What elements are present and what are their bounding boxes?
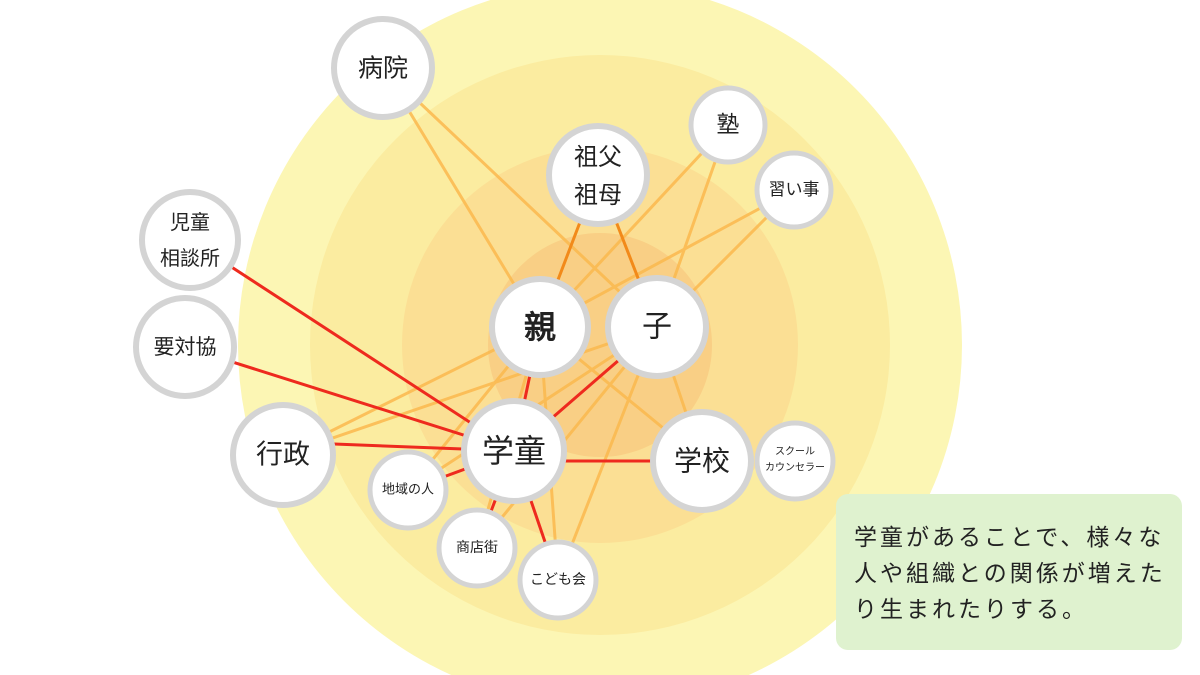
node-kodomokai: こども会 [517, 539, 599, 621]
node-juku-label: 塾 [717, 112, 740, 138]
node-counselor: スクール カウンセラー [754, 420, 836, 502]
node-counselor-label-1: スクール [775, 446, 815, 458]
edge-gyosei-child [281, 325, 659, 457]
node-grandparents-label-2: 祖母 [574, 181, 622, 209]
note-line-2: 人や組織との関係が増えた [854, 561, 1166, 587]
edge-gakudo-consult [188, 238, 516, 453]
node-child-consult: 児童 相談所 [139, 189, 241, 291]
node-juku: 塾 [688, 85, 768, 165]
node-parent-label: 親 [524, 308, 556, 346]
edge-gakudo-youtaikyo [183, 345, 516, 453]
node-grandparents-label-1: 祖父 [574, 143, 622, 171]
node-lessons: 習い事 [754, 150, 834, 230]
node-shopping-street: 商店街 [436, 507, 518, 589]
node-locals: 地域の人 [367, 449, 449, 531]
node-child: 子 [605, 275, 709, 379]
node-school: 学校 [650, 409, 754, 513]
node-parent: 親 [489, 276, 591, 378]
node-youtaikyo: 要対協 [133, 295, 237, 399]
node-hospital: 病院 [331, 16, 435, 120]
node-gakudo: 学童 [461, 398, 567, 504]
node-lessons-label: 習い事 [769, 180, 820, 200]
node-child-consult-label-1: 児童 [170, 210, 210, 234]
node-youtaikyo-label: 要対協 [154, 335, 217, 359]
node-school-label: 学校 [674, 445, 730, 478]
edge-hospital-child [381, 66, 659, 329]
node-shopping-street-label: 商店街 [456, 540, 498, 556]
note-line-3: り生まれたりする。 [854, 597, 1088, 623]
node-kodomokai-label: こども会 [530, 572, 586, 588]
node-gakudo-label: 学童 [482, 432, 546, 470]
node-counselor-label-2: カウンセラー [765, 462, 825, 474]
node-locals-label: 地域の人 [382, 483, 434, 498]
node-child-label: 子 [642, 310, 672, 345]
node-grandparents: 祖父 祖母 [546, 123, 650, 227]
node-gyosei: 行政 [230, 402, 336, 508]
note-line-1: 学童があることで、様々な [854, 525, 1165, 551]
explanation-note: 学童があることで、様々な 人や組織との関係が増えた り生まれたりする。 [836, 494, 1182, 650]
node-hospital-label: 病院 [358, 54, 408, 83]
node-gyosei-label: 行政 [256, 440, 310, 471]
node-child-consult-label-2: 相談所 [160, 246, 220, 270]
